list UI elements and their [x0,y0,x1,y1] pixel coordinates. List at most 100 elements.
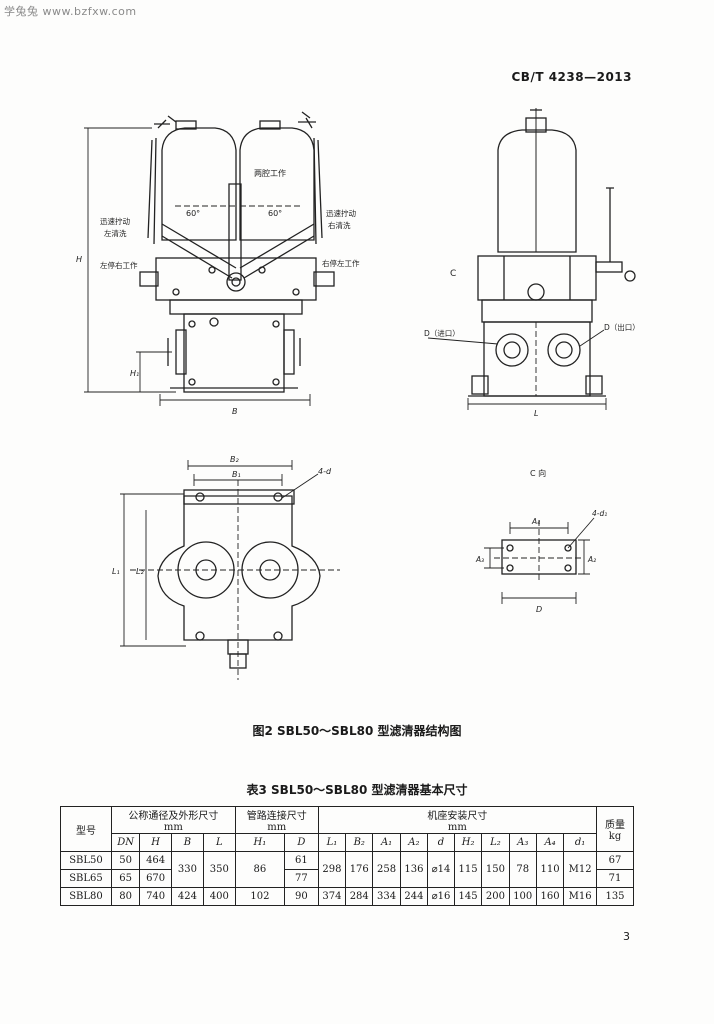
table-row: SBL80 80 740 424 400 102 90 374 284 334 … [60,887,634,906]
dim-A4 [509,522,569,534]
cell: 150 [481,851,510,888]
front-view [84,111,335,406]
side-handle [606,187,614,262]
cell: 258 [372,851,401,888]
label-right-work: 右停左工作 [322,258,360,268]
left-cap [175,120,197,130]
subheader: B₂ [345,833,374,852]
center-handle [228,183,242,281]
side-canister [497,129,577,253]
cell: 50 [110,851,141,870]
dim-D [501,592,577,604]
cell: 135 [596,887,634,906]
valve-knob [226,272,246,292]
subheader: L₁ [317,833,347,852]
label-dim-A4: A₄ [531,517,540,526]
label-dim-B: B [232,407,238,416]
right-vent-valve [298,111,316,129]
label-dim-L: L [534,409,538,418]
cell: M12 [563,851,597,888]
cell: 176 [345,851,374,888]
label-dim-B1: B₁ [232,470,241,479]
side-view [427,108,636,410]
cell: 67 [596,851,634,870]
page-number: 3 [623,930,630,943]
cell: 145 [453,887,483,906]
cell: 400 [202,887,236,906]
dim-H [84,127,176,393]
cell: 464 [139,851,173,870]
subheader: d₁ [563,833,597,852]
left-diagonal [161,223,237,279]
dim-H1 [136,351,172,392]
cell: 330 [171,851,204,888]
c-view [484,517,595,604]
cell: 61 [284,851,319,870]
cell: 78 [508,851,537,888]
cell: ⌀14 [427,851,455,888]
cell: 350 [202,851,236,888]
label-view-c-2: C 向 [530,468,546,478]
cell: 115 [453,851,483,888]
subheader: d [427,833,455,852]
cell: 740 [139,887,173,906]
inlet-port [495,333,529,367]
label-angle-right: 60° [268,209,282,218]
subheader: L [202,833,236,852]
label-dim-A3: A₃ [475,555,484,564]
label-left-switch: 迅速拧动 [100,216,130,226]
left-vent-valve [154,115,177,129]
subheader: DN [110,833,141,852]
cell: 284 [345,887,374,906]
label-inlet: D（进口） [424,329,460,338]
label-right-switch: 迅速拧动 [326,208,356,218]
cell: 102 [234,887,286,906]
cell-model: SBL80 [60,887,112,906]
cell: 200 [481,887,510,906]
cell: 670 [139,869,173,888]
cell: 424 [171,887,204,906]
label-dim-H1: H₁ [130,369,139,378]
right-cap [259,120,281,130]
subheader: A₄ [535,833,565,852]
subheader: A₂ [399,833,429,852]
label-dim-L2: L₂ [136,567,144,576]
cell: 160 [535,887,565,906]
subheader: L₂ [481,833,510,852]
label-dim-A2: A₂ [587,555,596,564]
outlet-port [547,333,581,367]
structure-drawing: 两腔工作 60° 60° 迅速拧动 左清洗 迅速拧动 右清洗 左停右工作 右停左… [76,108,640,680]
watermark: 学兔兔 www.bzfxw.com [4,5,137,18]
cell: 65 [110,869,141,888]
cell-model: SBL50 [60,851,112,870]
table-caption: 表3 SBL50～SBL80 型滤清器基本尺寸 [246,783,468,797]
dim-L1 [120,493,186,647]
label-dim-4d1: 4-d₁ [592,509,607,518]
label-right-switch-2: 右清洗 [328,220,351,230]
label-left-work: 左停右工作 [100,260,138,270]
subheader: D [284,833,319,852]
cell: 334 [372,887,401,906]
label-angle-left: 60° [186,209,200,218]
cell: 71 [596,869,634,888]
left-canister [161,127,237,241]
dim-B1 [193,474,283,486]
side-body [483,321,591,397]
dim-B [159,394,311,406]
subheader: H₂ [453,833,483,852]
header-model: 型号 [60,806,112,852]
cell: 136 [399,851,429,888]
bottom-view [120,460,340,680]
label-dim-L1: L₁ [112,567,120,576]
subheader: A₃ [508,833,537,852]
right-rod [313,137,323,245]
base-outline [157,495,321,641]
standard-code: CB/T 4238—2013 [511,70,632,84]
label-view-c: C [450,269,456,279]
cell: 77 [284,869,319,888]
